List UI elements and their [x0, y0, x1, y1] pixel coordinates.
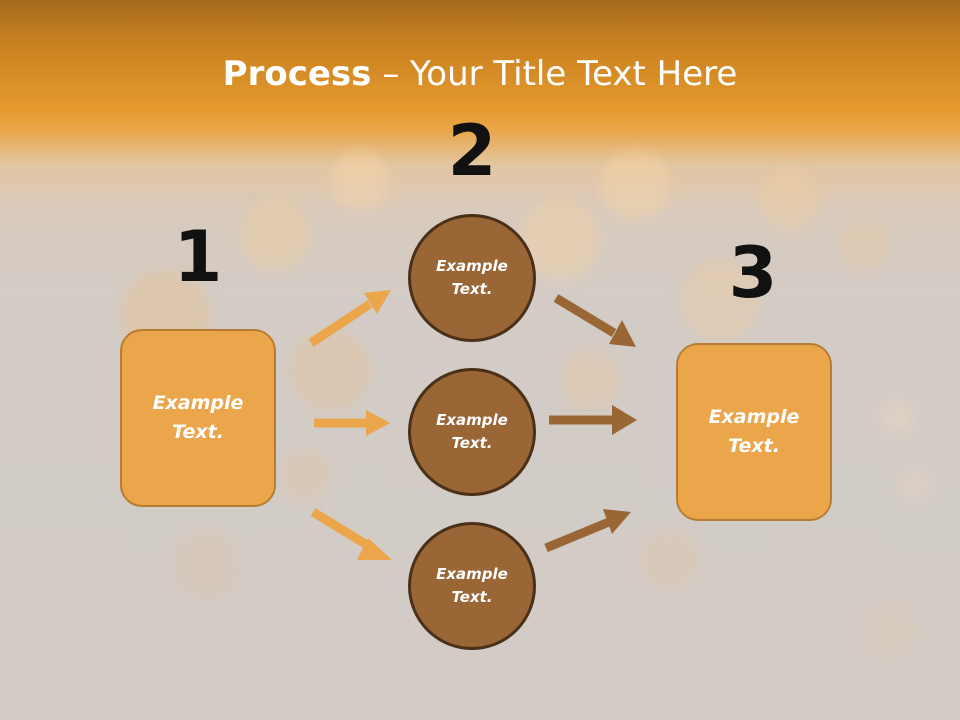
title-bold: Process [222, 54, 372, 94]
step-number-2: 2 [447, 110, 497, 192]
left-box-text: Example Text. [152, 392, 244, 443]
middle-circle-middle: Example Text. [408, 368, 536, 496]
left-box: Example Text. [120, 329, 276, 507]
step-number-3: 3 [728, 232, 778, 314]
arrow-middle-to-right [549, 405, 637, 435]
title-rest: Your Title Text Here [410, 54, 738, 94]
middle-circle-top-text: Example Text. [436, 257, 508, 298]
middle-circle-bottom-text: Example Text. [436, 565, 508, 606]
right-box: Example Text. [676, 343, 832, 521]
slide-title: Process – Your Title Text Here [0, 52, 960, 96]
arrow-top-to-right [553, 294, 636, 347]
arrow-left-to-middle [314, 410, 390, 436]
arrow-left-to-bottom [310, 508, 392, 560]
arrow-left-to-top [308, 290, 391, 347]
step-number-1: 1 [173, 216, 223, 298]
title-separator: – [371, 54, 411, 94]
middle-circle-bottom: Example Text. [408, 522, 536, 650]
arrow-bottom-to-right [544, 509, 631, 553]
middle-circle-top: Example Text. [408, 214, 536, 342]
middle-circle-middle-text: Example Text. [436, 411, 508, 452]
right-box-text: Example Text. [708, 406, 800, 457]
